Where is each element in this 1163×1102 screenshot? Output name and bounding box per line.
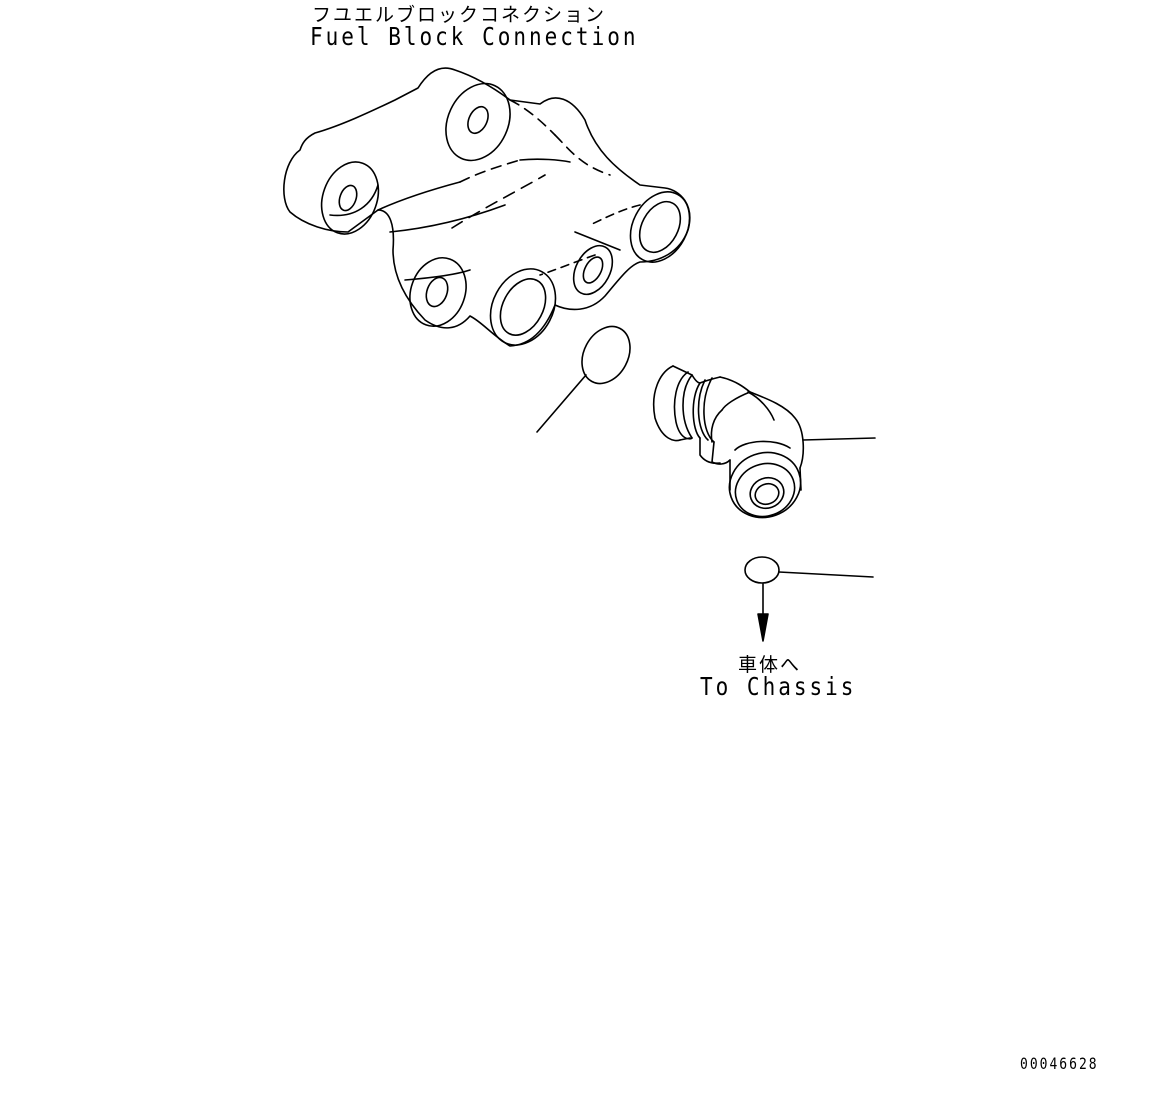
- port-top: [445, 82, 511, 162]
- fitting-leader-line: [802, 437, 876, 441]
- port-upper-left: [320, 161, 380, 235]
- elbow-fitting: [653, 365, 876, 519]
- o-ring: [536, 325, 631, 433]
- chassis-label-en: To Chassis: [700, 672, 857, 701]
- chassis-label-jp: 車体へ: [738, 654, 802, 676]
- port-lower-left: [409, 257, 467, 327]
- fuel-block: [283, 67, 691, 347]
- port-small: [572, 244, 614, 296]
- o-ring-leader-line: [536, 374, 587, 433]
- chassis-arrow-head: [757, 613, 769, 642]
- port-right: [629, 191, 691, 263]
- cap-leader-line: [778, 571, 874, 578]
- cap-plug: [744, 556, 874, 642]
- figure-id: 00046628: [1020, 1056, 1099, 1074]
- fuel-block-label-jp: フユエルブロックコネクション: [312, 4, 607, 26]
- port-main: [489, 268, 557, 346]
- fuel-block-label-en: Fuel Block Connection: [310, 22, 639, 51]
